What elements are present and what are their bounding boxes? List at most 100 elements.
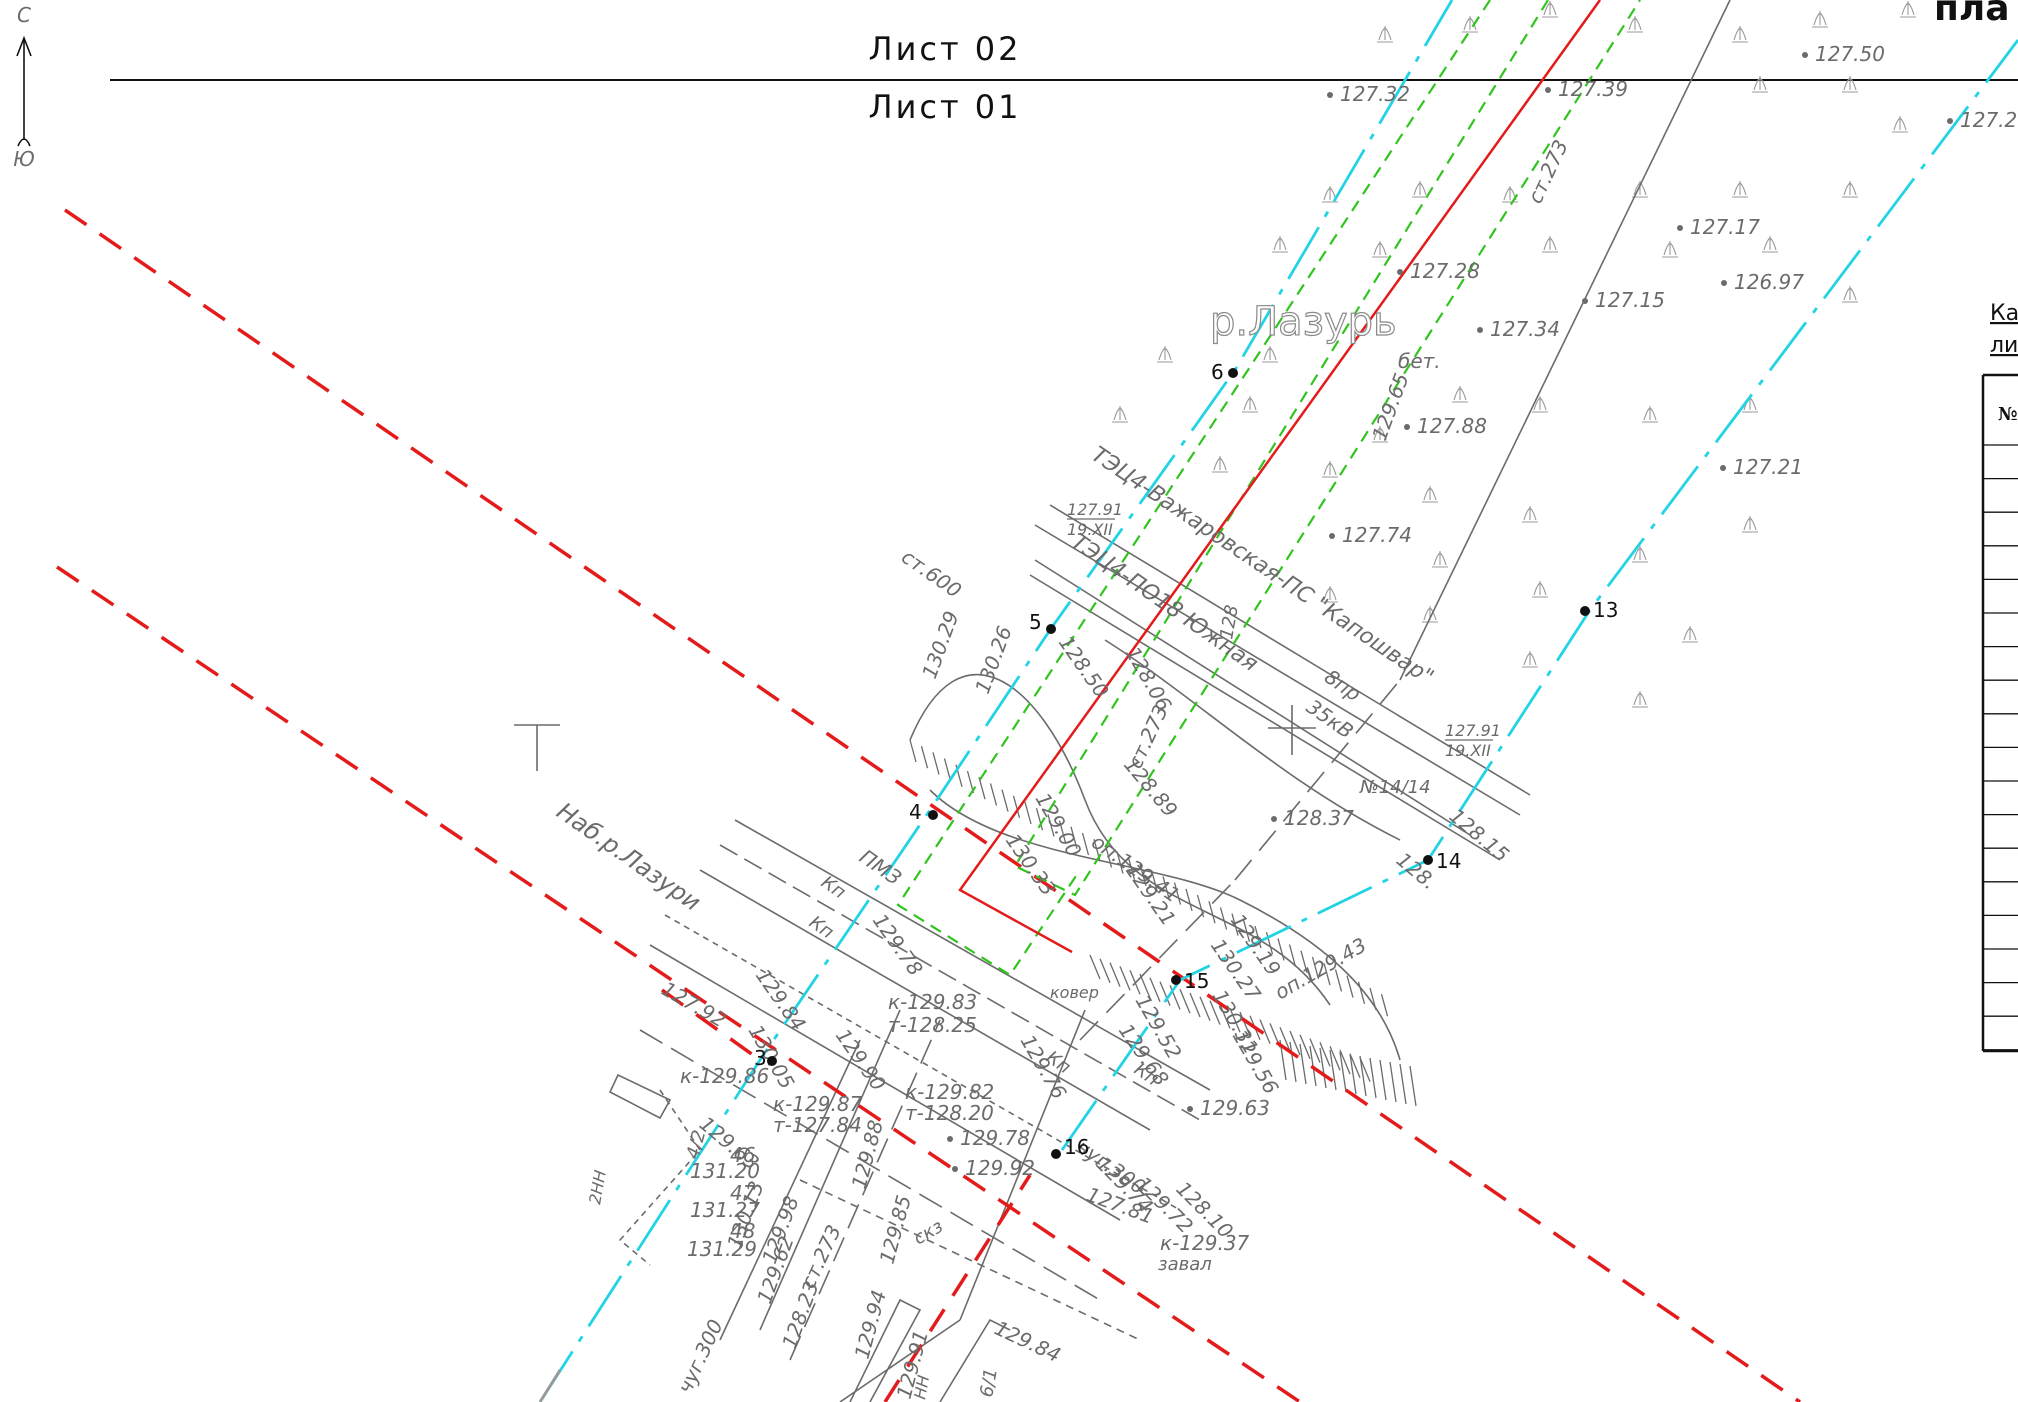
hatch-line xyxy=(1185,888,1193,911)
point-16-label: 16 xyxy=(1064,1135,1089,1159)
spot-height-dot xyxy=(952,1166,958,1172)
building-outline-2 xyxy=(939,1318,1011,1402)
hatch-line xyxy=(1349,1053,1361,1079)
marsh-symbol xyxy=(1682,626,1698,643)
spot-height-label: 129.78 xyxy=(960,1126,1030,1150)
hatch-line xyxy=(1089,954,1101,980)
point-15-marker xyxy=(1171,975,1181,985)
marsh-symbol xyxy=(1262,346,1278,363)
hatch-line xyxy=(1399,1063,1407,1105)
boundary-segment-south xyxy=(883,1174,1032,1402)
spot-height-label: 126.97 xyxy=(1734,270,1804,294)
hatch-line xyxy=(1104,845,1113,868)
marsh-symbol xyxy=(1422,486,1438,503)
spot-height-label: 130.29 xyxy=(917,608,963,682)
point-4-label: 4 xyxy=(909,800,922,824)
hatch-line xyxy=(1309,1038,1321,1063)
marsh-symbol xyxy=(1900,1,1916,18)
hatch-line xyxy=(1208,901,1216,924)
spot-height-label: к-129.87 xyxy=(773,1092,863,1116)
marsh-symbol xyxy=(1542,1,1558,18)
spot-height-dot xyxy=(1329,533,1335,539)
marsh-symbol xyxy=(1462,16,1478,33)
spot-height-label: т-128.25 xyxy=(888,1013,977,1037)
building-outline-3 xyxy=(608,1073,672,1120)
side-table: Ка ли № xyxy=(1981,301,2018,1053)
spot-height-dot xyxy=(1327,92,1333,98)
spot-height-dot xyxy=(1802,52,1808,58)
hatch-line xyxy=(1150,870,1159,893)
place-label-code-6-1: 6/1 xyxy=(976,1367,1002,1399)
spot-height-label: 129.84 xyxy=(991,1316,1065,1367)
green-protection-zone xyxy=(896,0,1641,977)
marsh-symbol xyxy=(1627,16,1643,33)
hatch-line xyxy=(1339,1049,1351,1075)
hatch-line xyxy=(1279,1026,1291,1052)
hatch-line xyxy=(1173,882,1182,905)
marsh-symbol xyxy=(1377,26,1393,43)
spot-height-dot xyxy=(1582,298,1588,304)
spot-height-label: 127.39 xyxy=(1558,77,1628,101)
spot-height-label: 127.50 xyxy=(1815,42,1885,66)
marsh-symbol xyxy=(1372,241,1388,258)
spot-height-dot xyxy=(947,1136,953,1142)
hatch-line xyxy=(1129,969,1141,995)
place-label-code-4-2: 4/2 xyxy=(683,1128,711,1161)
spot-height-label: 129.63 xyxy=(1200,1096,1270,1120)
hatch-line xyxy=(1001,789,1009,812)
hatch-line xyxy=(1219,1004,1231,1029)
sheet-01-label: Лист 01 xyxy=(869,88,1022,126)
survey-date: 19.XII xyxy=(1067,520,1113,539)
hatch-line xyxy=(920,746,929,769)
spot-height-label: 127.2 xyxy=(1960,108,2017,132)
street-line-9 xyxy=(759,1009,901,1331)
hatch-line xyxy=(1119,966,1131,991)
place-label-kp1: Кп xyxy=(817,872,849,903)
marsh-symbol xyxy=(1632,691,1648,708)
power-line-3 xyxy=(1029,574,1501,861)
spot-height-dot xyxy=(1477,327,1483,333)
marsh-symbol xyxy=(1522,651,1538,668)
survey-date: 19.XII xyxy=(1445,741,1491,760)
north-arrow: С Ю xyxy=(13,3,35,171)
marsh-symbol xyxy=(1812,11,1828,28)
hatch-line xyxy=(1012,795,1021,818)
spot-height-label: 127.88 xyxy=(1417,414,1487,438)
marsh-symbol xyxy=(1842,286,1858,303)
red-route-line xyxy=(958,0,1602,954)
table-header-number: № xyxy=(1998,404,2018,425)
marsh-symbol xyxy=(1532,396,1548,413)
hatch-line xyxy=(1162,876,1170,899)
hatch-line xyxy=(1209,1000,1221,1025)
marsh-symbol xyxy=(1412,181,1428,198)
marsh-symbol xyxy=(1322,586,1338,603)
spot-height-dot xyxy=(1720,465,1726,471)
place-label-wall-273-a: ст.273 xyxy=(1523,136,1573,207)
green-zone-inner xyxy=(1013,0,1641,897)
boundary-line-upper xyxy=(64,208,1801,1402)
fence-outline xyxy=(618,1089,702,1266)
spot-height-label: 128.06 xyxy=(1121,643,1177,716)
street-line-5 xyxy=(649,944,1121,1221)
hatch-line xyxy=(1219,907,1228,930)
hatch-line xyxy=(1299,1034,1311,1060)
marsh-symbol xyxy=(1732,181,1748,198)
spot-height-dot xyxy=(1271,816,1277,822)
place-label-wall-400: ст.600 xyxy=(897,544,966,602)
red-dashed-boundaries xyxy=(56,208,1801,1402)
marsh-symbol xyxy=(1522,506,1538,523)
spot-height-dot xyxy=(1545,87,1551,93)
marsh-symbol xyxy=(1157,346,1173,363)
hatch-line xyxy=(1277,938,1285,961)
building-outline-1 xyxy=(849,1298,922,1402)
hatch-line xyxy=(1139,973,1151,999)
street-line-3 xyxy=(699,869,1151,1131)
hatch-line xyxy=(1189,992,1201,1018)
spot-height-label: 128. xyxy=(1392,847,1442,894)
hatch-line xyxy=(1099,958,1111,984)
hatch-line xyxy=(943,758,952,781)
street-line-10 xyxy=(789,1019,941,1361)
spot-height-label: 131.29 xyxy=(687,1237,757,1261)
point-5-marker xyxy=(1046,624,1056,634)
